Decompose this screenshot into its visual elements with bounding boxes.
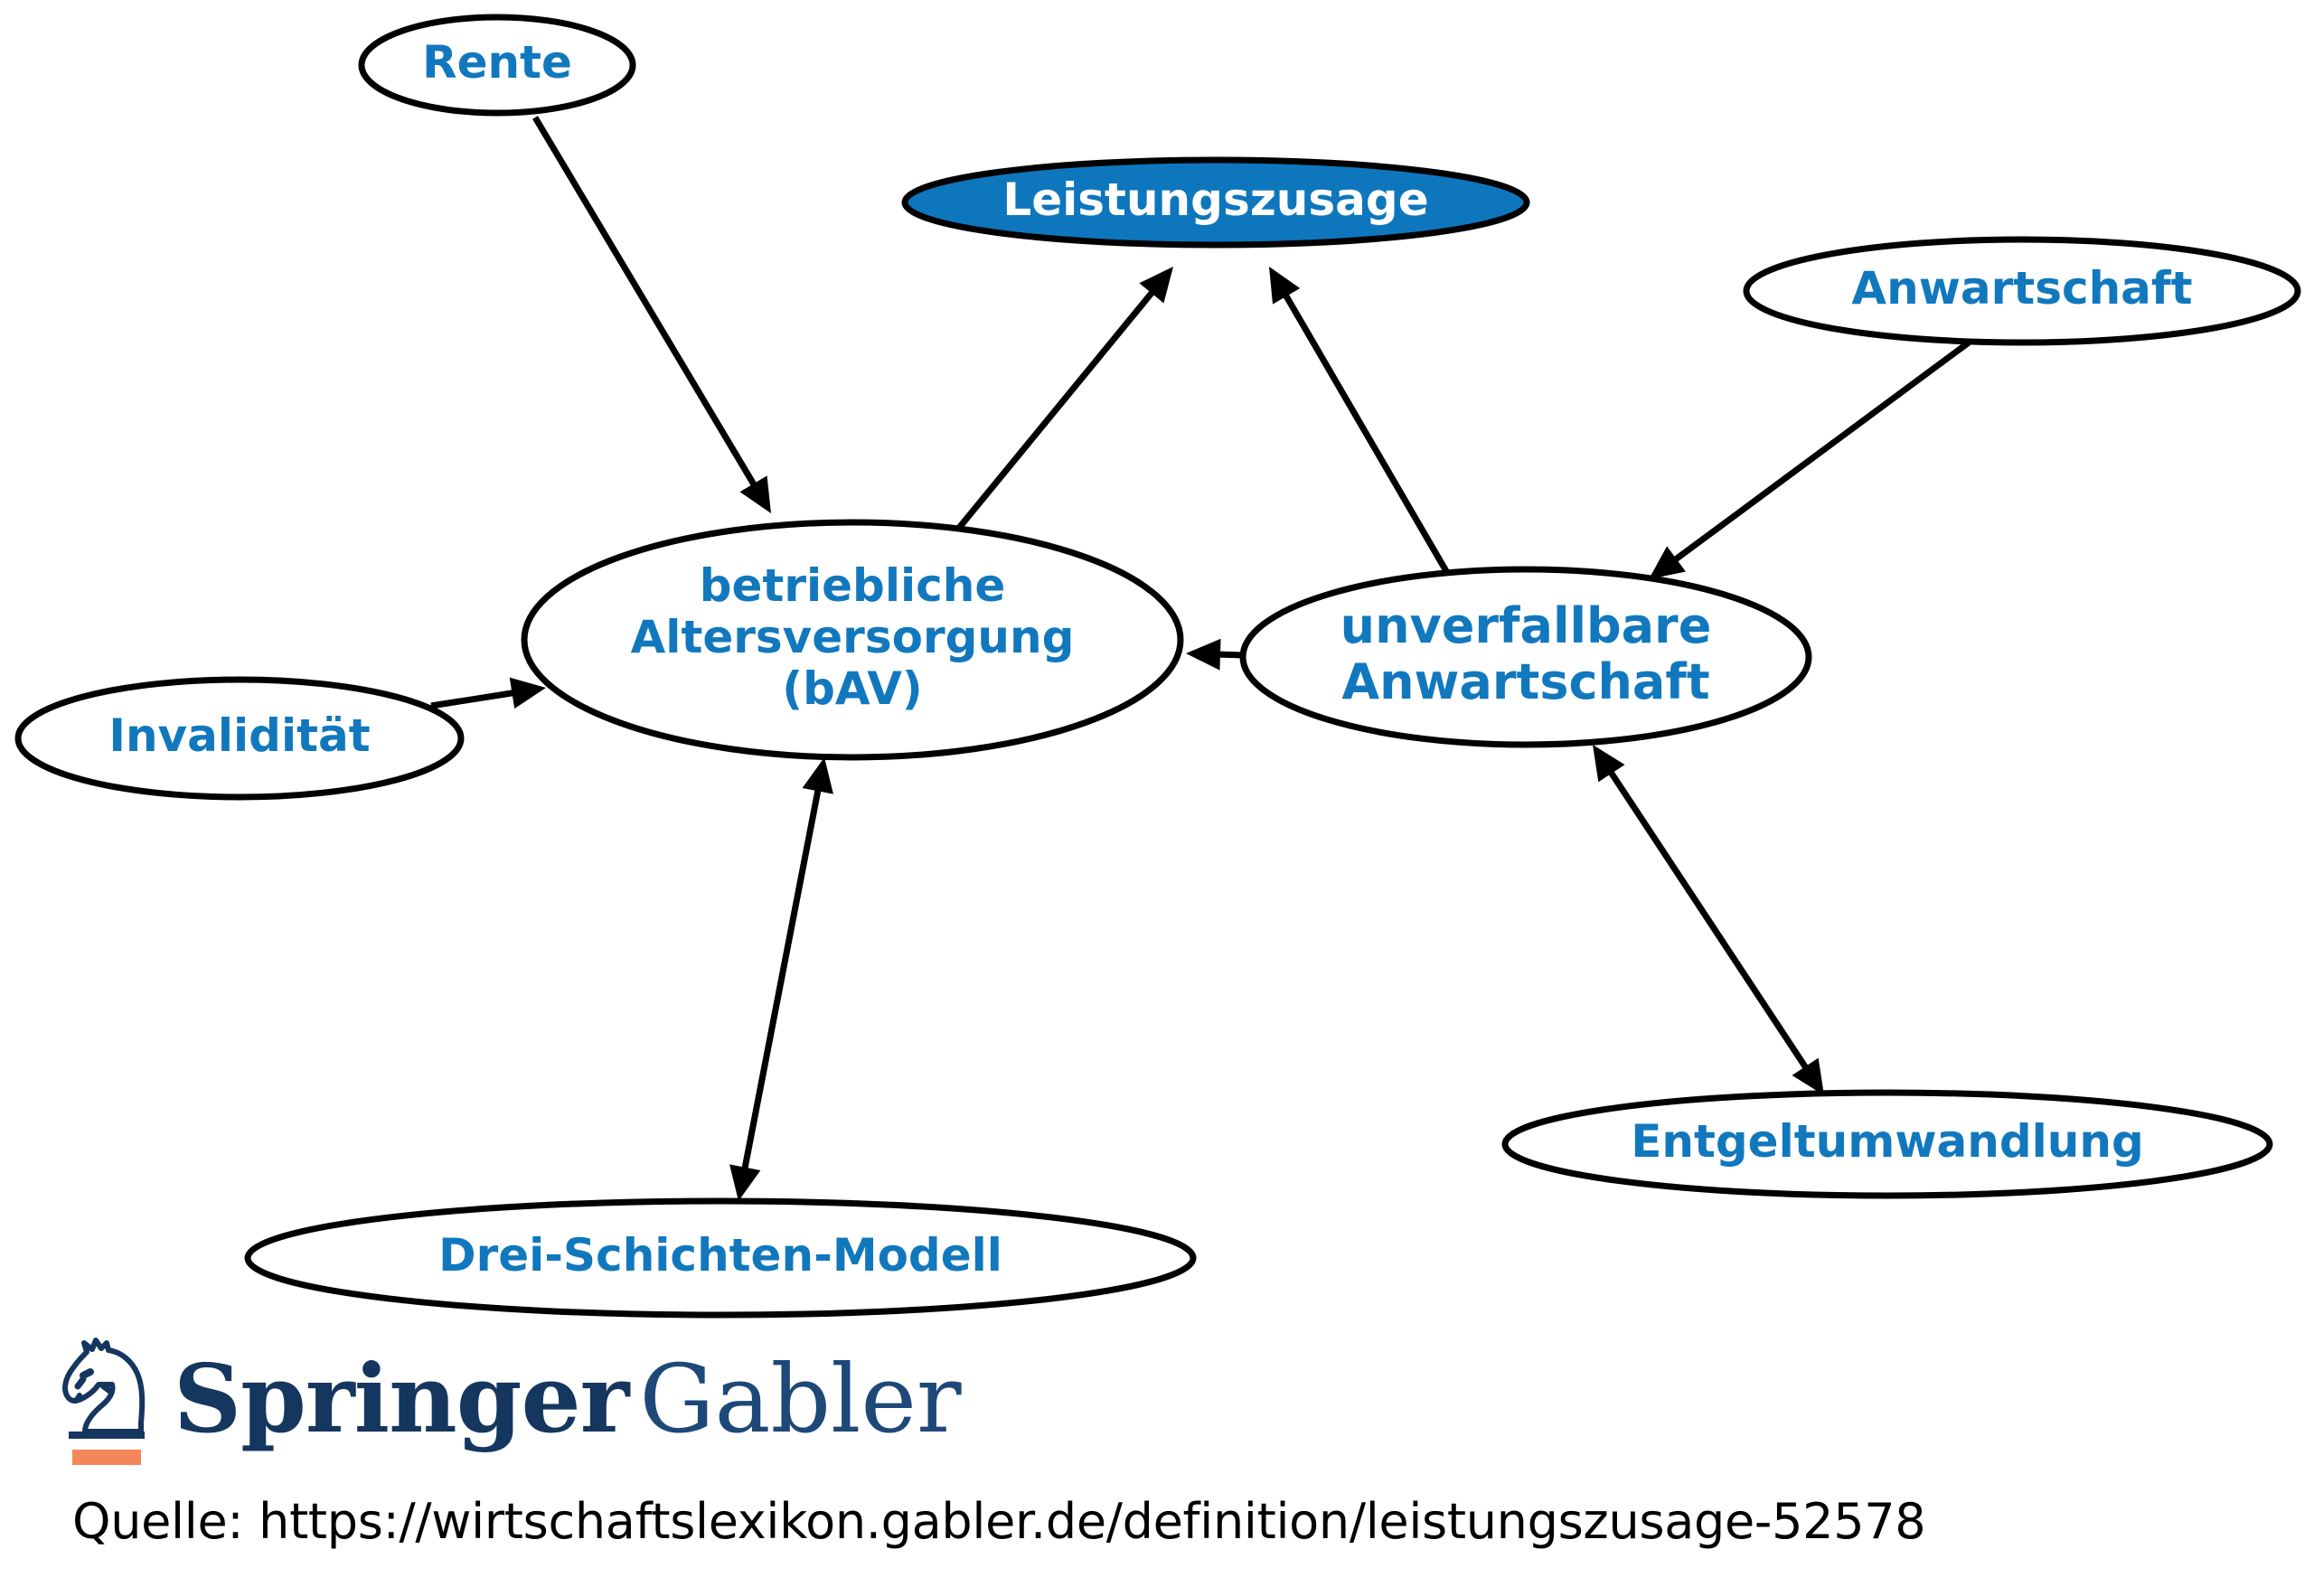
- node-label-drei-schichten-modell: Drei-Schichten-Modell: [438, 1229, 1002, 1281]
- node-shape-bav[interactable]: [521, 519, 1184, 761]
- node-entgeltumwandlung[interactable]: Entgeltumwandlung: [1501, 1089, 2273, 1199]
- node-leistungszusage[interactable]: Leistungszusage: [901, 156, 1530, 249]
- edge-unverfallbare-bav: [1186, 638, 1245, 671]
- edge-invaliditaet-bav: [430, 677, 546, 709]
- node-label-invaliditaet: Invalidität: [108, 709, 370, 762]
- node-anwartschaft[interactable]: Anwartschaft: [1743, 236, 2301, 346]
- node-shape-unverfallbare-anwartschaft[interactable]: [1239, 566, 1812, 748]
- edge-anwartschaft-unverfallbare: [1649, 340, 1971, 579]
- node-label-leistungszusage: Leistungszusage: [1002, 174, 1428, 226]
- node-shape-entgeltumwandlung[interactable]: [1501, 1089, 2273, 1199]
- node-invaliditaet[interactable]: Invalidität: [14, 676, 465, 801]
- node-label-anwartschaft: Anwartschaft: [1851, 262, 2192, 315]
- node-shape-rente[interactable]: [358, 14, 636, 117]
- logo-accent-bar: [72, 1450, 141, 1465]
- node-shape-anwartschaft[interactable]: [1743, 236, 2301, 346]
- source-caption: Quelle: https://wirtschaftslexikon.gable…: [72, 1493, 1926, 1550]
- edges-layer: [430, 116, 1971, 1201]
- node-shape-leistungszusage[interactable]: [901, 156, 1530, 249]
- edge-bav-dreischichten: [729, 757, 833, 1201]
- node-shape-drei-schichten-modell[interactable]: [244, 1197, 1197, 1319]
- node-rente[interactable]: Rente: [358, 14, 636, 117]
- edge-unverfallbare-leistungszusage: [1269, 267, 1450, 573]
- logo-brand-primary: Springer: [174, 1343, 629, 1454]
- edge-bav-leistungszusage: [948, 267, 1173, 540]
- springer-knight-horse-icon: [56, 1336, 154, 1469]
- node-shape-invaliditaet[interactable]: [14, 676, 465, 801]
- edge-rente-bav: [531, 116, 771, 513]
- node-label-rente: Rente: [422, 36, 572, 89]
- logo-brand-secondary: Gabler: [639, 1344, 962, 1454]
- node-label-entgeltumwandlung: Entgeltumwandlung: [1631, 1115, 2144, 1168]
- node-drei-schichten-modell[interactable]: Drei-Schichten-Modell: [244, 1197, 1197, 1319]
- edge-unverfallbare-entgeltumwandlung: [1593, 745, 1824, 1095]
